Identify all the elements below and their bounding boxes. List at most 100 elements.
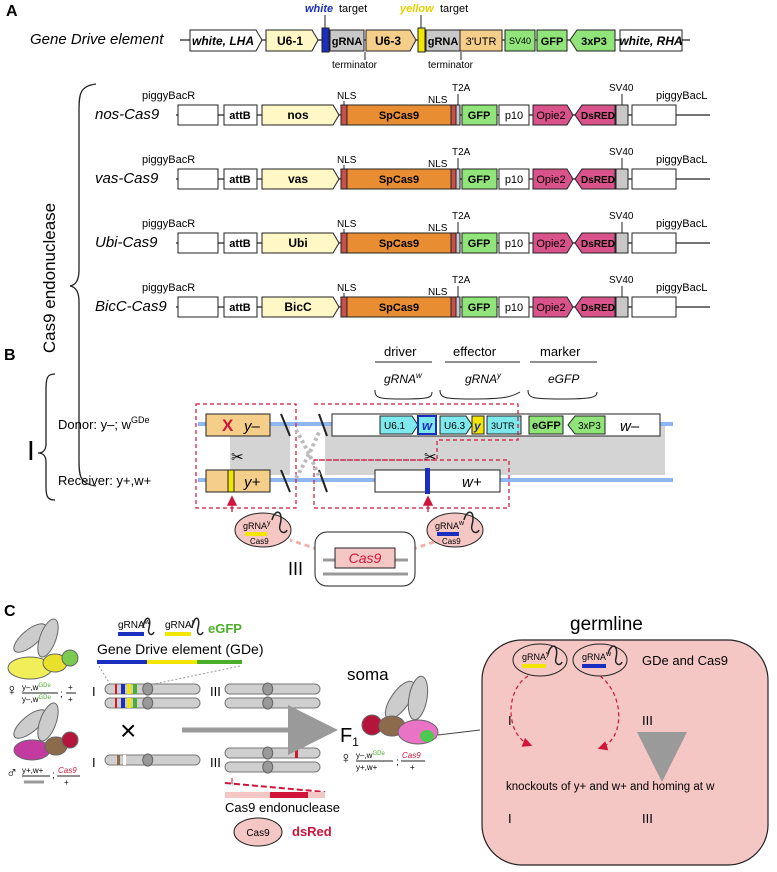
b-u63-label: U6.3 [444, 421, 466, 432]
nls-label-1: NLS [337, 283, 357, 294]
white-rha-label: white, RHA [619, 34, 682, 48]
gfp-label: GFP [468, 302, 491, 314]
white-word: white [305, 3, 333, 15]
white-target-word: target [339, 3, 367, 15]
panel-c-diagram: gRNAw gRNAy eGFP Gene Drive element (GDe… [6, 614, 769, 866]
construct-name: nos-Cas9 [95, 106, 160, 123]
bubble-grna-w-cas9 [426, 512, 484, 548]
nls-label-2: NLS [428, 95, 448, 106]
dsred-block [574, 296, 616, 318]
gene-drive-label: Gene Drive element [30, 31, 164, 48]
nls-label-2: NLS [428, 159, 448, 170]
promoter-label: BicC [284, 300, 312, 314]
yellow-target-word: target [440, 3, 468, 15]
grna-w-label: gRNAw [384, 371, 423, 386]
opie2-label: Opie2 [536, 174, 565, 186]
chromosome [224, 746, 321, 760]
utr-label: 3'UTR [466, 36, 497, 48]
nls-label-1: NLS [337, 91, 357, 102]
bubble-cas9-1: Cas9 [250, 537, 269, 546]
p10-label: p10 [505, 110, 523, 122]
piggybacr-block [177, 296, 219, 318]
opie2-block [532, 168, 574, 190]
g-chrom-iii-2: III [642, 811, 653, 826]
chromosome [224, 682, 321, 696]
piggybacr-label: piggyBacR [142, 282, 195, 294]
svg-text:;: ; [52, 770, 55, 781]
male-geno: y+,w+ [22, 766, 44, 775]
b-w-label: w [422, 418, 433, 433]
p10-block [498, 104, 530, 126]
c-cas9-endo-label: Cas9 endonuclease [225, 800, 340, 815]
grna2-label: gRNA [428, 36, 459, 48]
chromosome [104, 753, 201, 767]
nls-label-1: NLS [337, 155, 357, 166]
b-w-minus-label: w– [620, 418, 640, 435]
utr-block [459, 29, 503, 52]
knockouts-label: knockouts of y+ and w+ and homing at w [506, 781, 715, 793]
construct-name: Ubi-Cas9 [95, 234, 158, 251]
scissors-w-icon: ✂ [424, 449, 437, 466]
gfp-block [461, 168, 498, 190]
panel-b-chrom-i: I [27, 435, 35, 466]
dsred-label: DsRED [581, 303, 615, 314]
male-symbol: ♂ [6, 765, 18, 782]
piggybacl-block [631, 296, 677, 318]
opie2-label: Opie2 [536, 238, 565, 250]
b-3xp3-label: 3xP3 [578, 421, 601, 432]
svg-text:;: ; [396, 757, 399, 768]
c-cas9-bubble-label: Cas9 [246, 828, 270, 839]
nls-label-1: NLS [337, 219, 357, 230]
marker-label: marker [540, 344, 581, 359]
gfp-label: GFP [468, 174, 491, 186]
donor-label: Donor: y–; wGDe [58, 415, 150, 432]
nls-label-2: NLS [428, 223, 448, 234]
c-gde-label: Gene Drive element (GDe) [97, 641, 264, 657]
attb-label: attB [229, 174, 250, 186]
sv40-label: SV40 [509, 36, 531, 46]
spcas9-label: SpCas9 [379, 302, 419, 314]
gfp-block [461, 104, 498, 126]
opie2-block [532, 104, 574, 126]
sv40-label: SV40 [609, 275, 634, 286]
panel-a-letter: A [6, 3, 18, 20]
u61-label: U6-1 [277, 34, 303, 48]
grna1-label: gRNA [332, 36, 363, 48]
c-male-chrom-iii: III [210, 755, 221, 770]
t2a-label: T2A [452, 147, 471, 158]
sv40-label: SV40 [609, 211, 634, 222]
attb-label: attB [229, 302, 250, 314]
female-geno-bot: y–,wGDe [22, 695, 51, 704]
receiver-y-plus: y+ [243, 474, 261, 491]
piggybacl-label: piggyBacL [656, 282, 707, 294]
g-grna-y-label: gRNAy [522, 651, 550, 662]
promoter-label: nos [287, 108, 309, 122]
panel-b-diagram: driver effector marker gRNAw gRNAy eGFP … [27, 344, 673, 587]
bubble-grna-w-label: gRNAw [435, 520, 465, 531]
u63-block [365, 29, 417, 52]
u63-label: U6-3 [375, 34, 401, 48]
gfp-label: GFP [541, 36, 564, 48]
gfp-block [536, 29, 568, 52]
panel-c-letter: C [4, 603, 16, 620]
p10-label: p10 [505, 238, 523, 250]
receiver-w-plus: w+ [462, 474, 482, 491]
g-chrom-i-2: I [508, 811, 512, 826]
dsred-block [574, 104, 616, 126]
promoter-block [261, 168, 340, 190]
dsred-label: DsRED [581, 239, 615, 250]
c-female-chrom-i: I [92, 684, 96, 699]
attb-block [223, 104, 258, 126]
f1-cas9: Cas9 [402, 751, 421, 760]
female-plus-bot: + [68, 695, 73, 704]
terminator-1-label: terminator [332, 60, 378, 71]
construct-name: vas-Cas9 [95, 170, 159, 187]
donor-x-mark: X [222, 416, 234, 435]
p10-block [498, 296, 530, 318]
gfp-label: GFP [468, 110, 491, 122]
white-lha-label: white, LHA [192, 34, 254, 48]
gene-drive-element: Gene Drive element white, LHA U6-1 gRNA … [30, 3, 690, 71]
